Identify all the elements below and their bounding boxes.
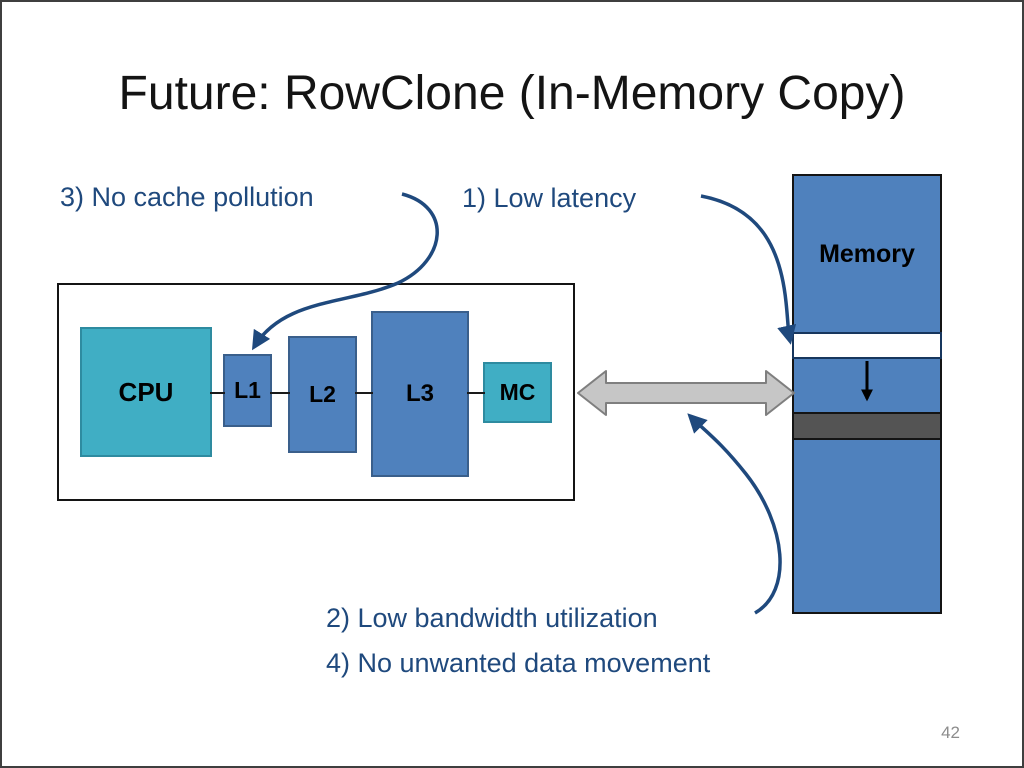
memory-label: Memory <box>819 240 915 268</box>
memory-dest-row <box>792 412 942 440</box>
page-number: 42 <box>941 723 960 742</box>
l2-label: L2 <box>309 381 336 407</box>
cpu-label: CPU <box>118 376 174 407</box>
cpu-box: CPU <box>80 327 212 457</box>
annotation-low-latency: 1) Low latency <box>462 183 637 213</box>
annotation-no-unwanted-movement: 4) No unwanted data movement <box>326 648 711 678</box>
l3-cache-box: L3 <box>371 311 469 477</box>
memory-source-row <box>792 332 942 359</box>
l2-cache-box: L2 <box>288 336 357 453</box>
mc-label: MC <box>499 379 536 405</box>
memory-box: Memory <box>792 174 942 614</box>
memory-bus-arrow <box>577 370 795 416</box>
low-latency-arrow <box>700 194 797 345</box>
annotation-low-bandwidth: 2) Low bandwidth utilization <box>326 603 658 633</box>
memory-controller-box: MC <box>483 362 552 423</box>
slide-title: Future: RowClone (In-Memory Copy) <box>118 67 906 120</box>
annotation-cache-pollution: 3) No cache pollution <box>60 182 314 212</box>
low-bandwidth-arrow <box>687 413 782 615</box>
l1-cache-box: L1 <box>223 354 272 427</box>
l1-label: L1 <box>234 377 261 403</box>
l3-label: L3 <box>405 380 434 407</box>
